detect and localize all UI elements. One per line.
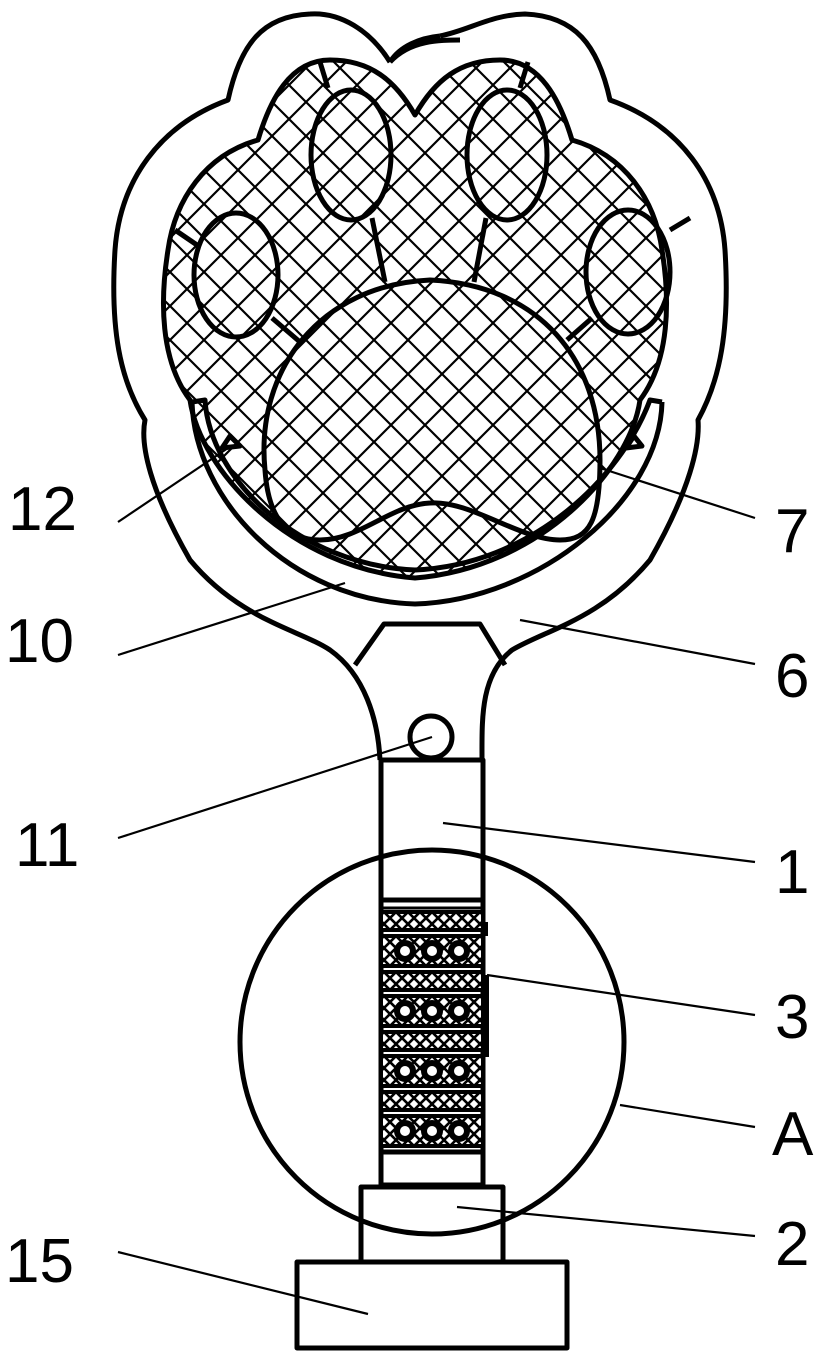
leader-12 bbox=[117, 447, 229, 523]
toe-pads bbox=[173, 61, 692, 344]
guard-ring bbox=[189, 397, 665, 607]
toe-pad-3 bbox=[464, 87, 550, 223]
leader-15 bbox=[117, 1250, 369, 1316]
label-1: 1 bbox=[775, 838, 809, 907]
label-10: 10 bbox=[5, 607, 74, 676]
toe-pad-1 bbox=[191, 210, 281, 340]
collar bbox=[358, 1184, 506, 1265]
leader-7 bbox=[599, 466, 756, 520]
toe-pad-2 bbox=[308, 87, 394, 223]
leader-6 bbox=[519, 618, 756, 666]
leader-10 bbox=[117, 581, 346, 657]
label-6: 6 bbox=[775, 642, 809, 711]
main-pad bbox=[261, 277, 603, 543]
label-15: 15 bbox=[5, 1227, 74, 1296]
grip-section bbox=[378, 897, 489, 1188]
base-block bbox=[294, 1259, 570, 1351]
label-11: 11 bbox=[15, 811, 79, 880]
reference-labels: 12 7 10 6 11 1 3 A 2 15 bbox=[5, 475, 814, 1296]
label-12: 12 bbox=[8, 475, 77, 544]
leader-3 bbox=[486, 973, 756, 1017]
handle-upper bbox=[378, 713, 486, 903]
leader-1 bbox=[442, 821, 756, 864]
toe-pad-4 bbox=[583, 207, 673, 337]
neck-plate bbox=[352, 621, 508, 667]
detail-circle-A bbox=[237, 847, 627, 1237]
outer-frame bbox=[111, 11, 729, 761]
label-7: 7 bbox=[775, 497, 809, 566]
label-A: A bbox=[772, 1100, 814, 1169]
label-3: 3 bbox=[775, 983, 809, 1052]
leader-lines bbox=[117, 447, 756, 1316]
leader-11 bbox=[117, 735, 433, 840]
leader-A bbox=[619, 1103, 756, 1129]
label-2: 2 bbox=[775, 1210, 809, 1279]
leader-2 bbox=[456, 1205, 756, 1238]
